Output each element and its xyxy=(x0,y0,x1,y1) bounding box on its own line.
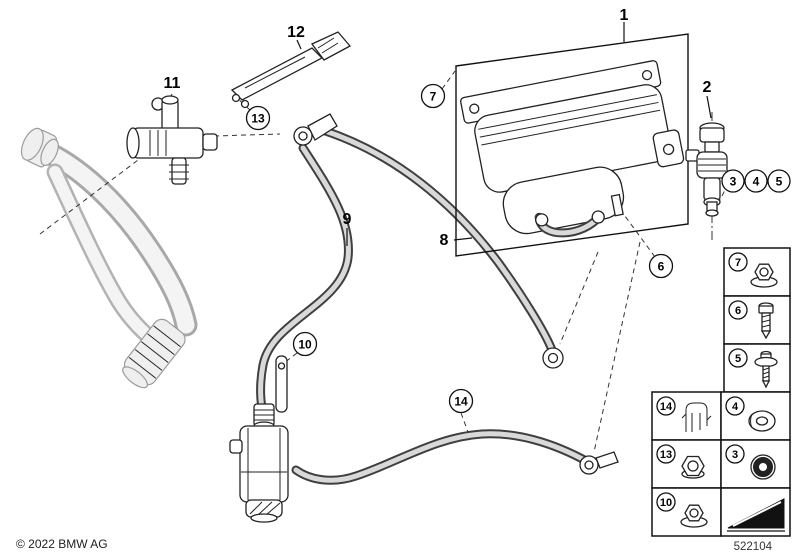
hex-nut-icon xyxy=(681,455,705,479)
legend-13-label[interactable]: 13 xyxy=(660,449,672,461)
legend-4-label[interactable]: 4 xyxy=(732,401,739,413)
ring-connector-lower xyxy=(579,451,619,475)
callout-2-label[interactable]: 2 xyxy=(703,79,712,96)
legend-item-7[interactable]: 7 xyxy=(723,247,791,297)
legend-10-label[interactable]: 10 xyxy=(660,497,672,509)
legend-item-5[interactable]: 5 xyxy=(723,343,791,393)
carbon-canister-part-1 xyxy=(460,60,685,238)
fuel-line-14 xyxy=(291,429,593,485)
diagram-number: 522104 xyxy=(734,541,773,553)
legend-item-10[interactable]: 10 xyxy=(651,487,722,537)
ring-connector-upper xyxy=(542,347,564,369)
vent-valve-part-11 xyxy=(126,95,218,185)
legend-item-6[interactable]: 6 xyxy=(723,295,791,345)
callout-1-label[interactable]: 1 xyxy=(620,7,629,24)
callout-14-label[interactable]: 14 xyxy=(454,395,468,409)
legend-item-13[interactable]: 13 xyxy=(651,439,722,489)
callout-3-label[interactable]: 3 xyxy=(730,175,737,189)
callout-10[interactable]: 10 xyxy=(292,331,318,357)
callout-12[interactable]: 12 xyxy=(287,24,305,50)
callout-5[interactable]: 5 xyxy=(767,169,791,193)
legend-item-direction[interactable] xyxy=(720,487,791,537)
callout-2[interactable]: 2 xyxy=(703,79,712,119)
valve-part-2 xyxy=(685,122,728,217)
legend-3-label[interactable]: 3 xyxy=(732,449,738,461)
fuel-line-8 xyxy=(311,123,557,355)
part-1-frame xyxy=(455,33,689,257)
hex-bolt-icon xyxy=(758,302,774,340)
callout-6[interactable]: 6 xyxy=(648,253,674,279)
callout-8[interactable]: 8 xyxy=(440,232,473,249)
callout-5-label[interactable]: 5 xyxy=(776,175,783,189)
flange-nut-icon xyxy=(680,504,708,528)
fuel-line-9 xyxy=(256,143,353,429)
callout-14[interactable]: 14 xyxy=(448,388,474,414)
hose-end-socket xyxy=(20,127,59,168)
legend-14-label[interactable]: 14 xyxy=(660,401,673,413)
callout-12-label[interactable]: 12 xyxy=(287,24,305,41)
legend-item-14[interactable]: 14 xyxy=(651,391,722,441)
callout-9-label[interactable]: 9 xyxy=(343,211,352,228)
flange-nut-icon xyxy=(750,263,778,288)
coolant-hose-assembly xyxy=(20,127,198,389)
callout-1[interactable]: 1 xyxy=(620,7,629,42)
callout-9[interactable]: 9 xyxy=(343,211,352,246)
legend-6-label[interactable]: 6 xyxy=(735,305,741,317)
bracket-part-12 xyxy=(230,31,352,109)
callout-4-label[interactable]: 4 xyxy=(753,175,760,189)
rubber-grommet-icon xyxy=(750,454,776,480)
retaining-clip-icon xyxy=(681,402,712,432)
callout-11[interactable]: 11 xyxy=(164,75,181,92)
callout-13[interactable]: 13 xyxy=(245,105,271,131)
copyright-notice: © 2022 BMW AG xyxy=(16,537,108,551)
callout-4[interactable]: 4 xyxy=(744,169,768,193)
callout-11-label[interactable]: 11 xyxy=(164,75,181,92)
callout-3[interactable]: 3 xyxy=(721,169,745,193)
leak-diagnosis-pump xyxy=(229,403,289,523)
corrugated-boot xyxy=(122,318,186,389)
grommet-icon xyxy=(748,410,776,432)
callout-10-label[interactable]: 10 xyxy=(298,338,312,352)
callout-13-label[interactable]: 13 xyxy=(251,112,265,126)
legend-item-3[interactable]: 3 xyxy=(720,439,791,489)
callout-8-label[interactable]: 8 xyxy=(440,232,449,249)
tapping-screw-icon xyxy=(754,350,778,389)
hose-elbow-connector xyxy=(293,113,338,146)
legend-7-label[interactable]: 7 xyxy=(735,257,741,269)
legend-5-label[interactable]: 5 xyxy=(735,353,741,365)
holder-part-10 xyxy=(275,355,288,413)
callout-6-label[interactable]: 6 xyxy=(658,260,665,274)
wedge-icon xyxy=(727,498,785,532)
legend-item-4[interactable]: 4 xyxy=(720,391,791,441)
callout-7[interactable]: 7 xyxy=(420,83,446,109)
callout-7-label[interactable]: 7 xyxy=(430,90,437,104)
